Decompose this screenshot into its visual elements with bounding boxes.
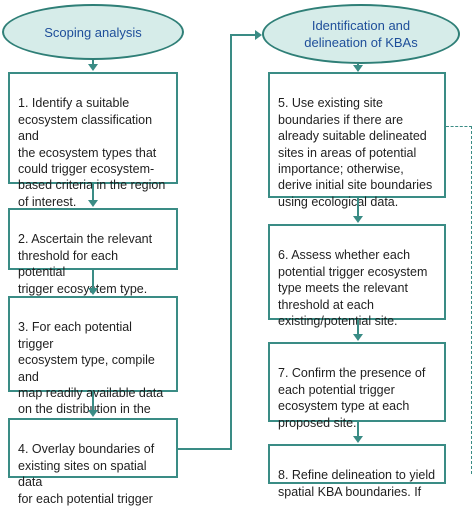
arrow-to-step-4-icon bbox=[88, 410, 98, 417]
connector-step-7-to-step-8 bbox=[357, 422, 359, 437]
connector-to-right-header bbox=[230, 34, 255, 36]
connector-vertical-up bbox=[230, 34, 232, 450]
step-8-box: 8. Refine delineation to yield spatial K… bbox=[268, 444, 446, 499]
step-3-box: 3. For each potential trigger ecosystem … bbox=[8, 296, 178, 433]
step-6-box: 6. Assess whether each potential trigger… bbox=[268, 224, 446, 328]
arrow-to-step-3-icon bbox=[88, 288, 98, 295]
step-8-text: 8. Refine delineation to yield spatial K… bbox=[278, 468, 436, 499]
connector-step-2-to-step-3 bbox=[92, 270, 94, 289]
connector-step-4-right bbox=[178, 448, 230, 450]
connector-step-6-to-step-7 bbox=[357, 320, 359, 335]
step-7-box: 7. Confirm the presence of each potentia… bbox=[268, 342, 446, 430]
identification-delineation-header: Identification and delineation of KBAs bbox=[262, 4, 460, 64]
arrow-to-right-header-icon bbox=[255, 30, 262, 40]
arrow-to-step-7-icon bbox=[353, 334, 363, 341]
step-4-text: 4. Overlay boundaries of existing sites … bbox=[18, 442, 155, 506]
step-5-text: 5. Use existing site boundaries if there… bbox=[278, 96, 433, 209]
dashed-feedback-horizontal bbox=[446, 126, 472, 127]
connector-step-1-to-step-2 bbox=[92, 184, 94, 201]
step-2-text: 2. Ascertain the relevant threshold for … bbox=[18, 232, 153, 296]
step-1-box: 1. Identify a suitable ecosystem classif… bbox=[8, 72, 178, 209]
scoping-analysis-label: Scoping analysis bbox=[44, 24, 142, 40]
flowchart: Scoping analysis Identification and deli… bbox=[2, 4, 472, 506]
arrow-to-step-2-icon bbox=[88, 200, 98, 207]
dashed-feedback-vertical bbox=[471, 126, 472, 474]
connector-header-to-step-1 bbox=[92, 60, 94, 65]
step-4-box: 4. Overlay boundaries of existing sites … bbox=[8, 418, 178, 506]
step-7-text: 7. Confirm the presence of each potentia… bbox=[278, 366, 426, 430]
connector-step-3-to-step-4 bbox=[92, 392, 94, 411]
scoping-analysis-header: Scoping analysis bbox=[2, 4, 184, 60]
arrow-to-step-8-icon bbox=[353, 436, 363, 443]
arrow-to-step-6-icon bbox=[353, 216, 363, 223]
step-2-box: 2. Ascertain the relevant threshold for … bbox=[8, 208, 178, 296]
step-6-text: 6. Assess whether each potential trigger… bbox=[278, 248, 428, 329]
step-1-text: 1. Identify a suitable ecosystem classif… bbox=[18, 96, 166, 209]
arrow-to-step-1-icon bbox=[88, 64, 98, 71]
step-5-box: 5. Use existing site boundaries if there… bbox=[268, 72, 446, 209]
connector-step-5-to-step-6 bbox=[357, 198, 359, 217]
arrow-to-step-5-icon bbox=[353, 65, 363, 72]
identification-delineation-label: Identification and delineation of KBAs bbox=[304, 18, 418, 50]
